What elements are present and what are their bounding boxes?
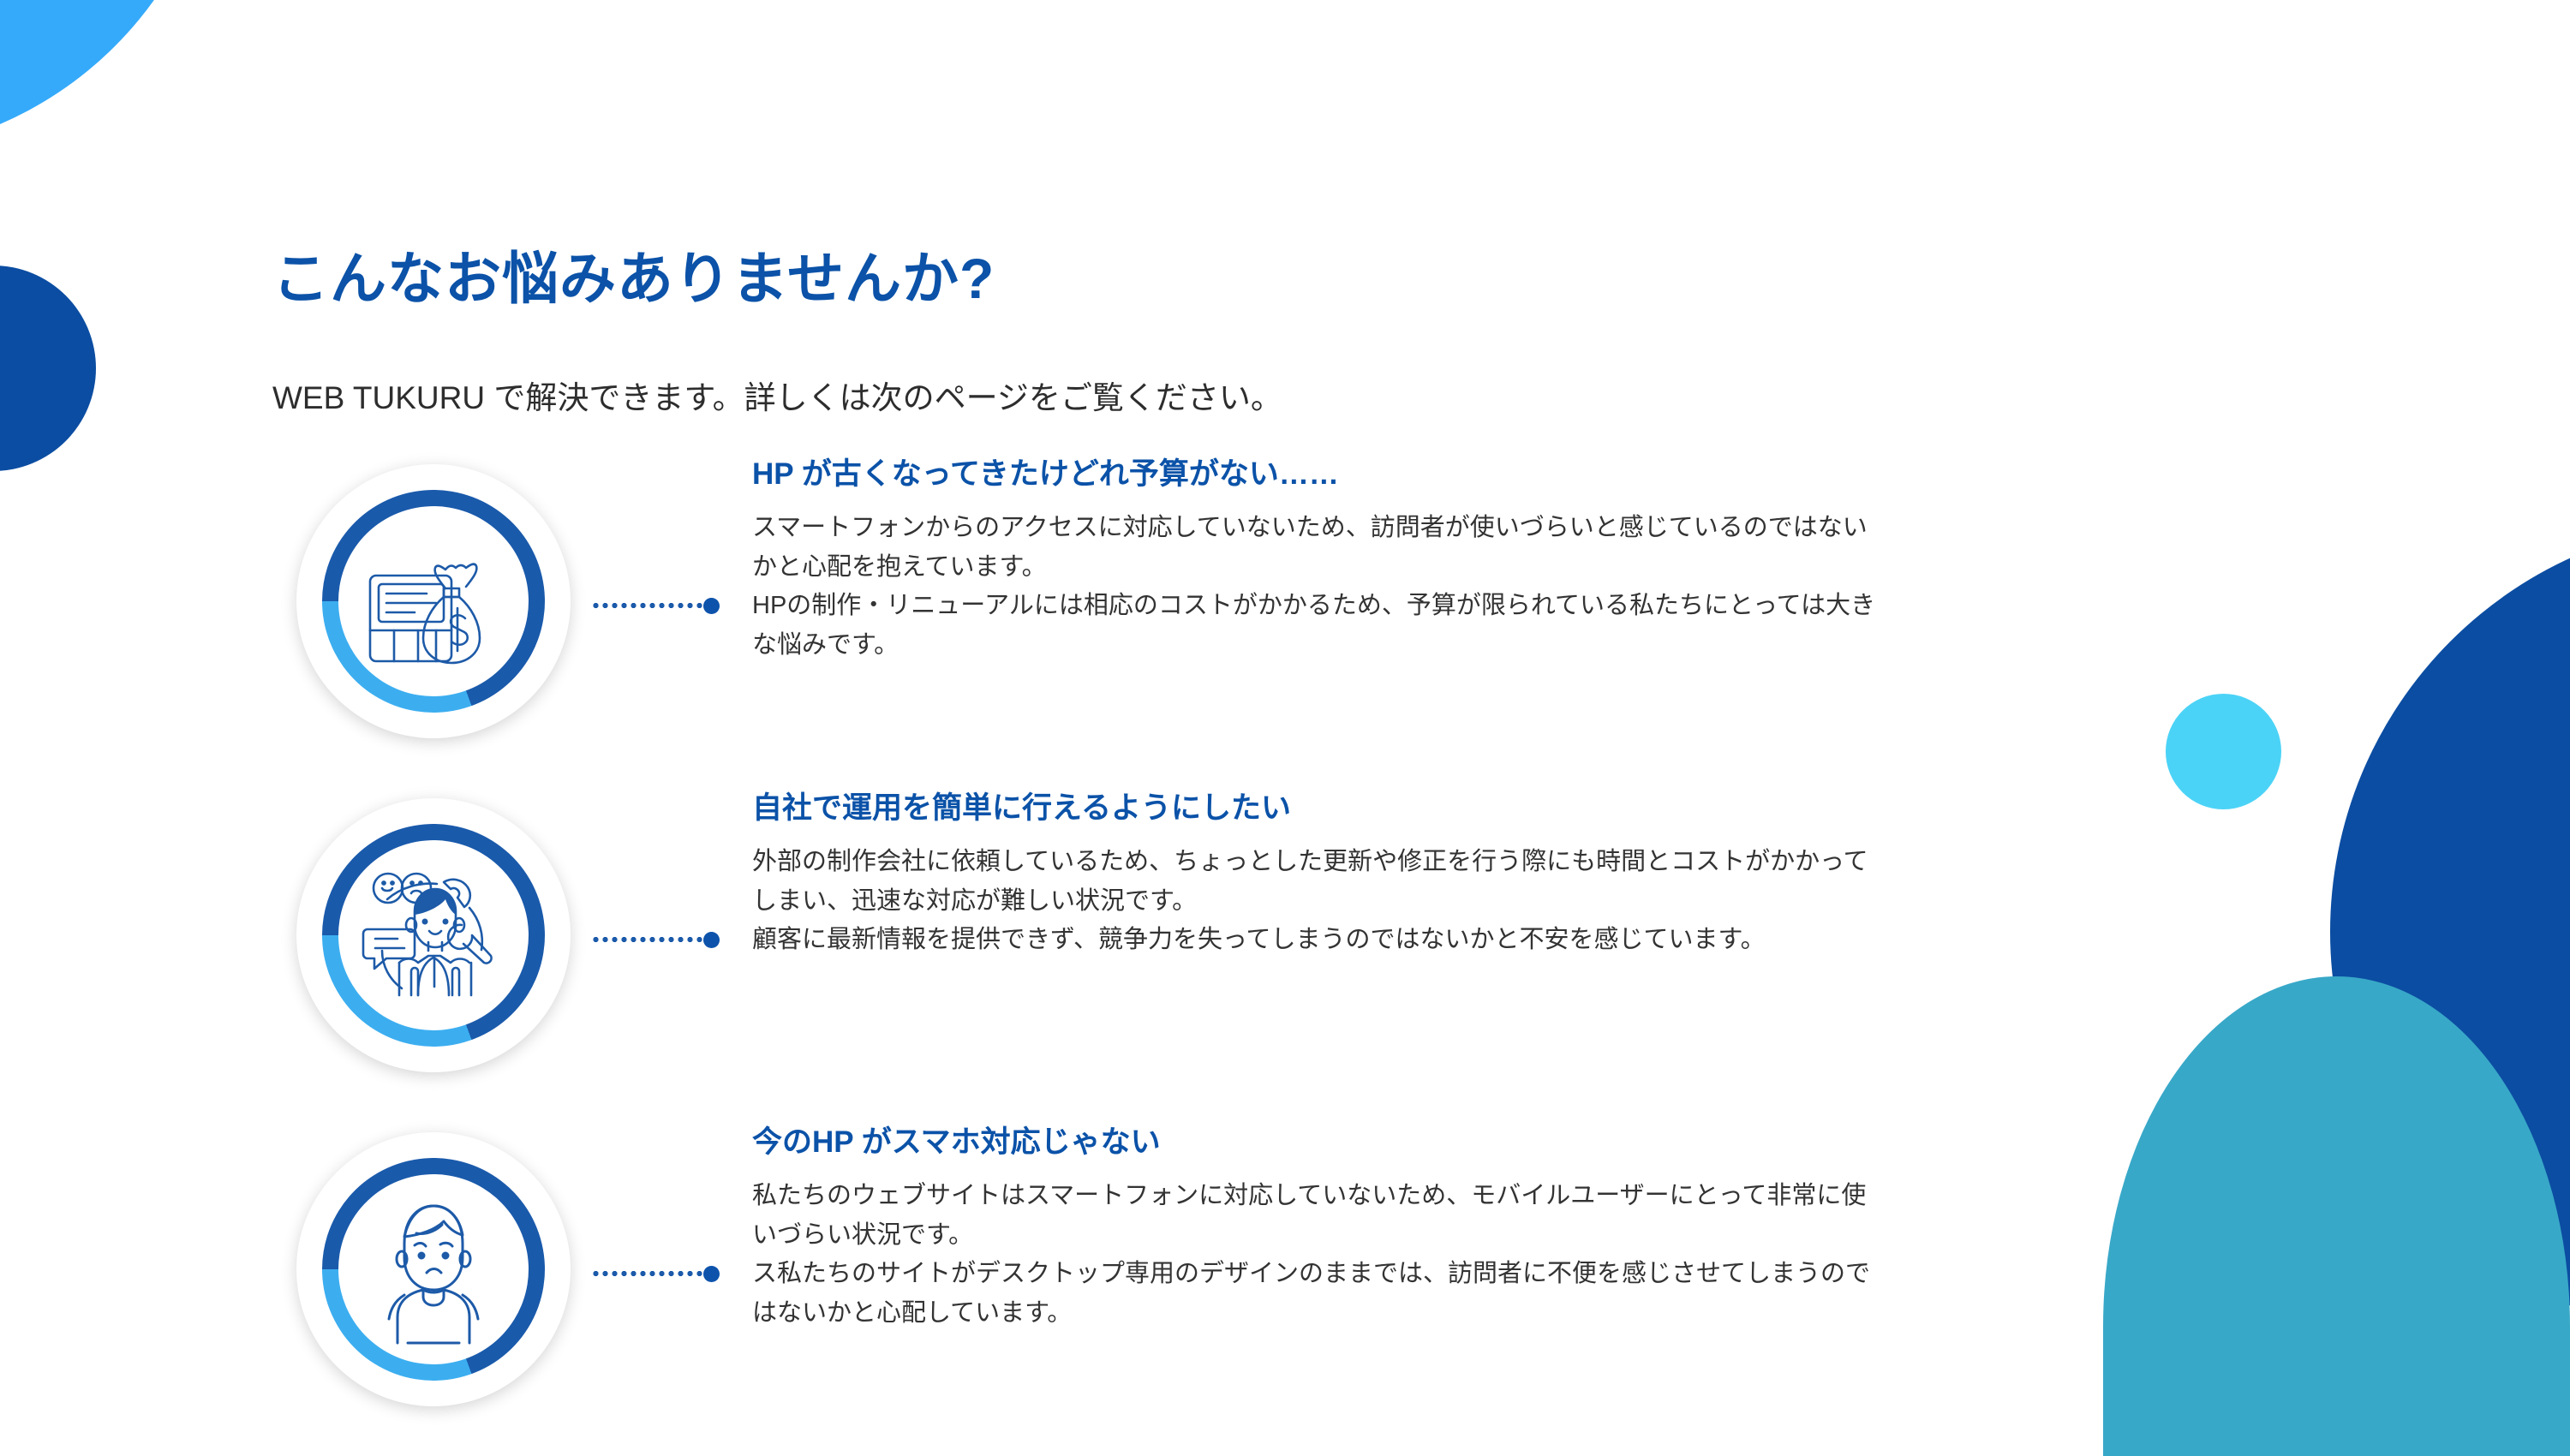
problem-text-block-1: HP が古くなってきたけどれ予算がない…… スマートフォンからのアクセスに対応し… <box>752 456 1883 665</box>
problem-heading-2: 自社で運用を簡単に行えるようにしたい <box>752 791 1291 825</box>
problem-body-1: スマートフォンからのアクセスに対応していないため、訪問者が使いづらいと感じている… <box>752 513 1876 659</box>
problem-item-1: HP が古くなってきたけどれ予算がない…… スマートフォンからのアクセスに対応し… <box>272 456 1986 764</box>
page-subtitle: WEB TUKURU で解決できます。詳しくは次のページをご覧ください。 <box>272 380 1282 415</box>
problem-icon-badge-2 <box>296 798 571 1072</box>
problem-heading-3: 今のHP がスマホ対応じゃない <box>752 1125 1161 1159</box>
connector-endpoint-dot-1 <box>703 598 720 614</box>
connector-endpoint-dot-2 <box>703 932 720 948</box>
problem-icon-badge-3 <box>296 1132 571 1406</box>
problem-icon-badge-1 <box>296 464 571 738</box>
problem-text-block-2: 自社で運用を簡単に行えるようにしたい 外部の制作会社に依頼しているため、ちょっと… <box>752 790 1883 960</box>
customer-support-person-icon <box>362 872 493 997</box>
dotted-line-1 <box>591 603 704 608</box>
connector-line-2 <box>591 932 728 948</box>
problem-body-2: 外部の制作会社に依頼しているため、ちょっとした更新や修正を行う際にも時間とコスト… <box>752 847 1868 954</box>
dotted-line-2 <box>591 937 704 942</box>
page-title: こんなお悩みありませんか? <box>272 247 995 311</box>
connector-endpoint-dot-3 <box>703 1266 720 1282</box>
website-money-bag-icon <box>368 563 481 665</box>
connector-line-3 <box>591 1266 728 1282</box>
dotted-line-3 <box>591 1271 704 1276</box>
problem-item-3: 今のHP がスマホ対応じゃない 私たちのウェブサイトはスマートフォンに対応してい… <box>272 1124 1986 1432</box>
problem-body-3: 私たちのウェブサイトはスマートフォンに対応していないため、モバイルユーザーにとっ… <box>752 1181 1871 1328</box>
problem-heading-1: HP が古くなってきたけどれ予算がない…… <box>752 457 1339 491</box>
problem-text-block-3: 今のHP がスマホ対応じゃない 私たちのウェブサイトはスマートフォンに対応してい… <box>752 1124 1883 1334</box>
worried-person-icon <box>387 1204 480 1345</box>
connector-line-1 <box>591 598 728 614</box>
problem-item-2: 自社で運用を簡単に行えるようにしたい 外部の制作会社に依頼しているため、ちょっと… <box>272 790 1986 1098</box>
